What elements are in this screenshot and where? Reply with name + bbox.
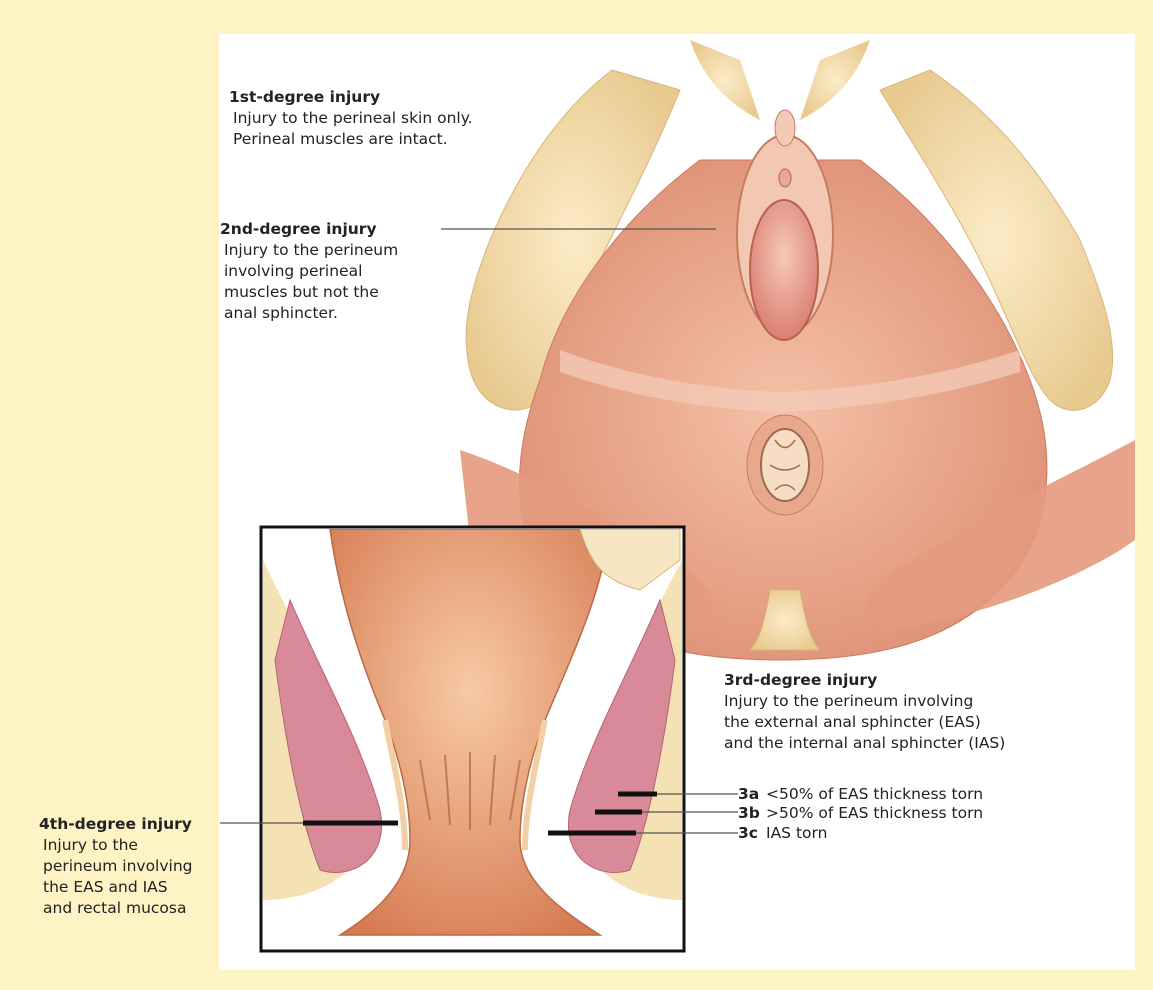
anal-canal-cross-section [261,527,684,951]
label-4th-degree-title: 4th-degree injury [39,814,193,835]
pubic-bone-left [690,40,760,120]
label-4th-degree: 4th-degree injury Injury to the perineum… [39,814,193,919]
anus [761,429,809,501]
label-3rd-degree-title: 3rd-degree injury [724,670,1005,691]
label-3rd-degree-line: and the internal anal sphincter (IAS) [724,733,1005,754]
label-4th-degree-line: perineum involving [39,856,193,877]
label-3rd-degree-line: the external anal sphincter (EAS) [724,712,1005,733]
vaginal-canal [750,200,818,340]
label-3rd-degree-line: Injury to the perineum involving [724,691,1005,712]
subtype-3a-text: <50% of EAS thickness torn [766,785,983,803]
label-1st-degree-line: Injury to the perineal skin only. [229,108,473,129]
label-2nd-degree-title: 2nd-degree injury [220,219,398,240]
urethra [779,169,791,187]
label-2nd-degree-line: anal sphincter. [220,303,398,324]
clitoris [775,110,795,146]
label-2nd-degree-line: muscles but not the [220,282,398,303]
subtype-3a: 3a<50% of EAS thickness torn [738,784,983,804]
subtype-3b: 3b>50% of EAS thickness torn [738,803,983,823]
label-1st-degree-title: 1st-degree injury [229,87,473,108]
subtype-3c-text: IAS torn [766,824,827,842]
label-4th-degree-line: the EAS and IAS [39,877,193,898]
label-2nd-degree-line: Injury to the perineum [220,240,398,261]
label-4th-degree-line: Injury to the [39,835,193,856]
label-1st-degree-line: Perineal muscles are intact. [229,129,473,150]
label-1st-degree: 1st-degree injury Injury to the perineal… [229,87,473,150]
label-4th-degree-line: and rectal mucosa [39,898,193,919]
subtype-3b-text: >50% of EAS thickness torn [766,804,983,822]
subtype-3a-code: 3a [738,784,766,804]
pubic-bone-right [800,40,870,120]
label-2nd-degree: 2nd-degree injury Injury to the perineum… [220,219,398,324]
subtype-3b-code: 3b [738,803,766,823]
label-3rd-degree: 3rd-degree injury Injury to the perineum… [724,670,1005,754]
subtype-3c-code: 3c [738,823,766,843]
label-2nd-degree-line: involving perineal [220,261,398,282]
